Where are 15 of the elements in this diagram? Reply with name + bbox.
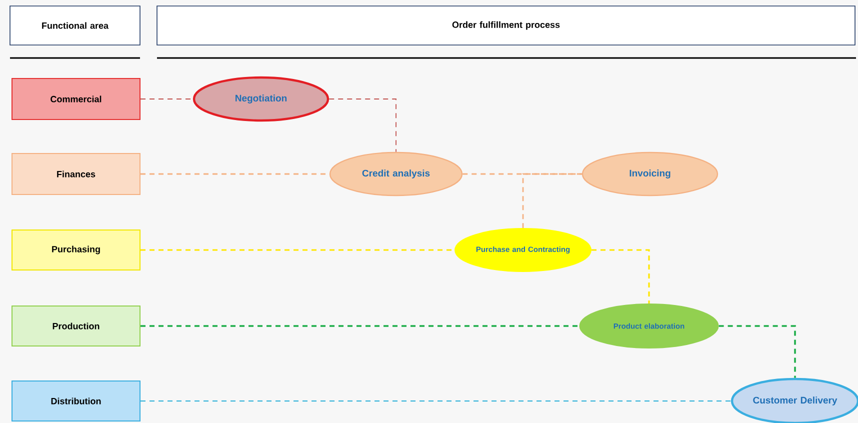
connector-line [140, 325, 580, 327]
connector-line [140, 400, 732, 402]
connector-line [522, 173, 582, 228]
area-box: Production [12, 306, 140, 346]
connector-line [140, 249, 454, 251]
area-box: Commercial [12, 78, 140, 120]
header-box: Functional area [10, 6, 140, 46]
area-box: Distribution [12, 380, 140, 422]
connector-line [328, 98, 396, 152]
connector-line [592, 249, 650, 304]
header-box: Order fulfillment process [156, 6, 856, 46]
connector-line [718, 325, 796, 378]
area-box: Purchasing [12, 230, 140, 270]
connector-line [140, 98, 194, 100]
area-box: Finances [12, 153, 140, 195]
